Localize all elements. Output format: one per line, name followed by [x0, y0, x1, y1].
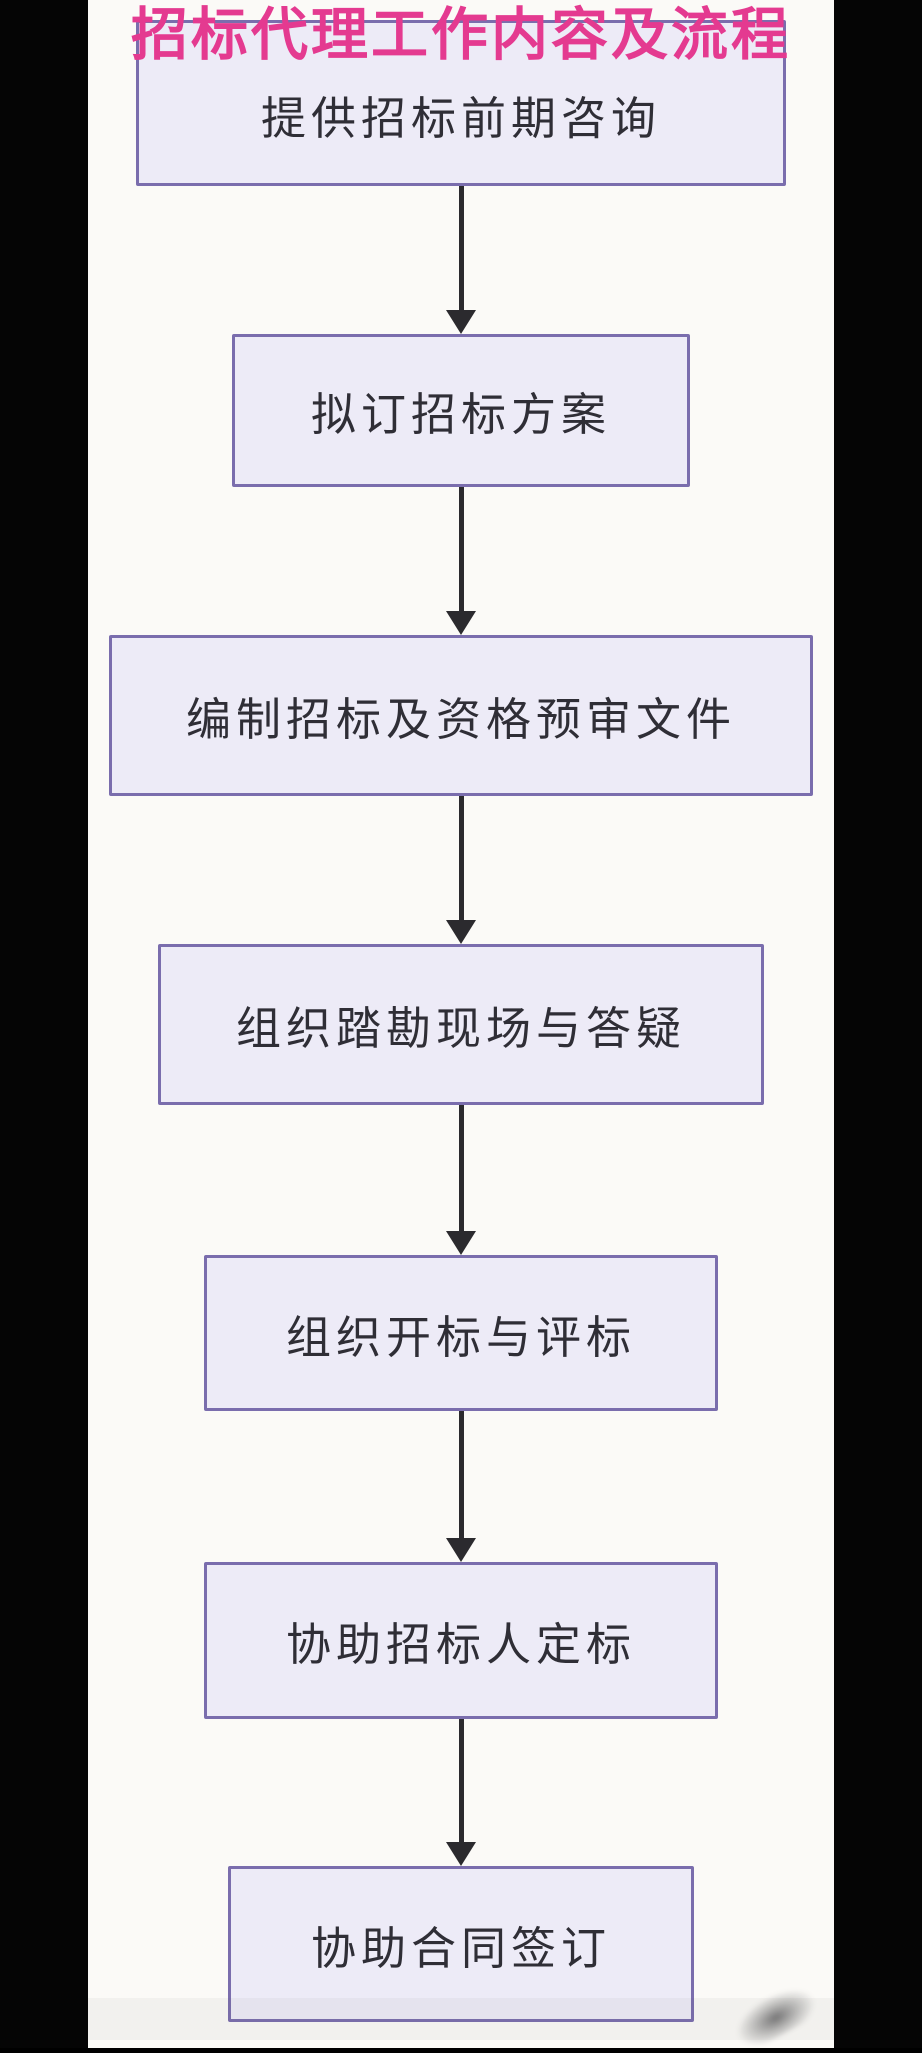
flow-arrow-down-4	[446, 1105, 476, 1255]
arrow-head-icon	[446, 920, 476, 944]
flow-arrow-down-5	[446, 1411, 476, 1562]
arrow-shaft	[458, 487, 464, 611]
flow-node-site-survey: 组织踏勘现场与答疑	[158, 944, 764, 1105]
flow-arrow-down-3	[446, 796, 476, 944]
arrow-shaft	[458, 796, 464, 920]
arrow-shaft	[458, 1411, 464, 1538]
left-black-bar	[0, 0, 88, 2048]
flow-node-label: 拟订招标方案	[310, 389, 611, 440]
flow-node-label: 协助招标人定标	[285, 1619, 636, 1670]
arrow-head-icon	[446, 611, 476, 635]
flow-node-label: 编制招标及资格预审文件	[185, 694, 736, 745]
right-black-bar	[834, 0, 922, 2048]
flow-node-documents: 编制招标及资格预审文件	[109, 635, 813, 796]
flow-arrow-down-2	[446, 487, 476, 635]
watermark-smudge	[728, 1978, 822, 2053]
flow-node-label: 提供招标前期咨询	[260, 92, 661, 144]
arrow-shaft	[458, 1105, 464, 1231]
flow-node-label: 组织开标与评标	[285, 1311, 636, 1363]
flowchart-content: 提供招标前期咨询 拟订招标方案 编制招标及资格预审文件 组织踏勘现场与答疑	[88, 0, 834, 2053]
flow-node-label: 组织踏勘现场与答疑	[235, 1003, 686, 1054]
arrow-head-icon	[446, 310, 476, 334]
flow-node-plan: 拟订招标方案	[232, 334, 690, 487]
arrow-head-icon	[446, 1231, 476, 1255]
flow-node-label: 协助合同签订	[310, 1922, 611, 1974]
page-title: 招标代理工作内容及流程	[131, 3, 791, 67]
arrow-shaft	[458, 1719, 464, 1842]
flow-node-consulting: 提供招标前期咨询	[136, 20, 786, 186]
arrow-shaft	[458, 186, 464, 310]
flow-arrow-down-6	[446, 1719, 476, 1866]
arrow-head-icon	[446, 1842, 476, 1866]
flow-node-bid-opening: 组织开标与评标	[204, 1255, 718, 1411]
flow-node-contract: 协助合同签订	[228, 1866, 694, 2022]
flow-node-award: 协助招标人定标	[204, 1562, 718, 1719]
flow-arrow-down-1	[446, 186, 476, 334]
arrow-head-icon	[446, 1538, 476, 1562]
bottom-shade	[88, 1998, 834, 2040]
